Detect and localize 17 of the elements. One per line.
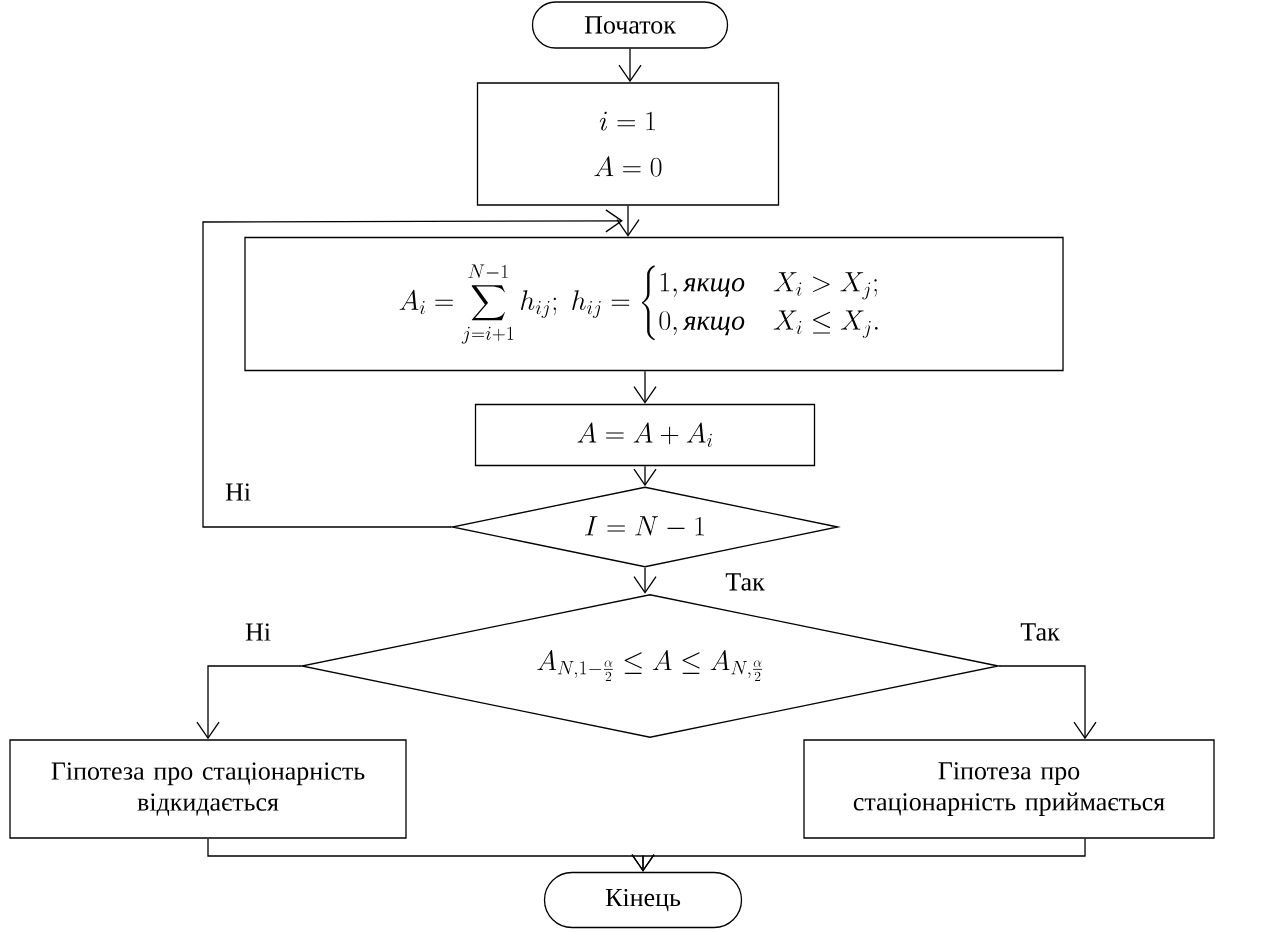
process-box: Гіпотеза про стаціонарність приймається xyxy=(803,739,1215,839)
arrow xyxy=(633,370,657,404)
edge-label: Ні xyxy=(244,622,272,642)
arrow xyxy=(998,665,1097,740)
edge-label: Так xyxy=(1019,622,1061,642)
edge-label: Так xyxy=(724,572,766,592)
process-box: $A_{i} = \sum_{j=i+1}^{N-1} h_{ij};\; h_{ij} = \begin{cases} 1,\textit{якщо}\quad X_{i} > X_{j}; \\ 0,\textit{якщо}\quad X_{i} \le X_{j}. \end{cases}$ xyxy=(244,236,1064,372)
process-box: $A = A + A_{i}$ xyxy=(474,403,816,467)
arrow xyxy=(616,205,640,237)
arrow xyxy=(633,567,657,594)
process-box: Гіпотеза про стаціонарність відкидається xyxy=(9,739,407,839)
arrow xyxy=(196,665,302,740)
process-box: $i = 1$ $A = 0$ xyxy=(476,82,780,206)
arrow xyxy=(202,209,623,528)
arrow xyxy=(631,838,1086,872)
edge-label: Ні xyxy=(224,482,252,502)
arrow xyxy=(618,48,642,83)
